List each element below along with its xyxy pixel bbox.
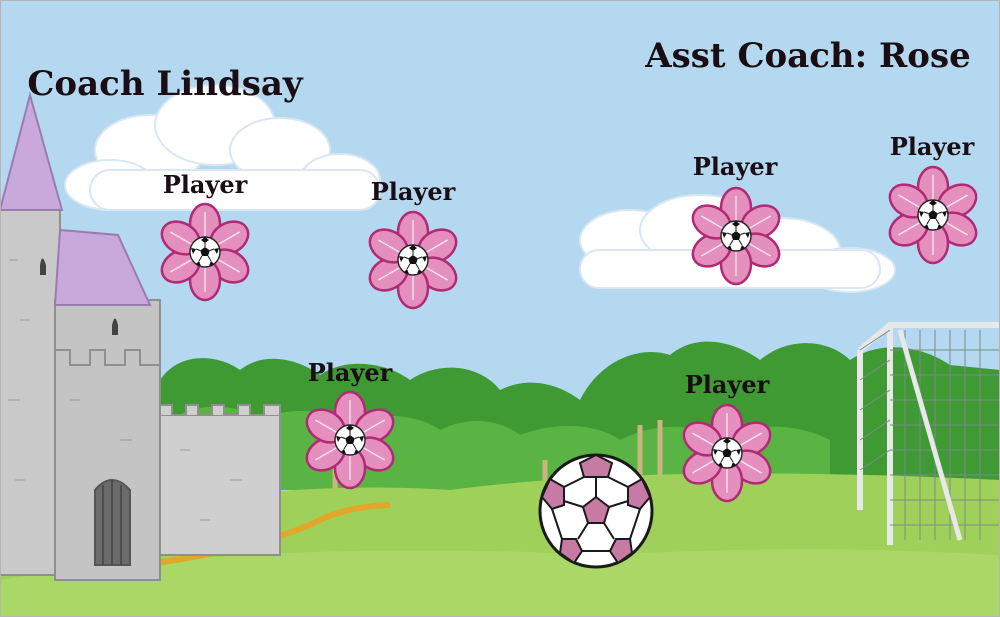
player-2: Player [364, 177, 462, 308]
player-3: Player [687, 152, 785, 284]
player-5: Player [301, 358, 399, 488]
soccer-ball-icon [538, 453, 654, 569]
path [99, 502, 391, 573]
player-label: Player [890, 132, 975, 161]
soccer-goal-icon [857, 322, 1000, 545]
player-6: Player [678, 370, 776, 501]
player-label: Player [685, 370, 770, 399]
player-label: Player [308, 358, 393, 387]
player-1: Player [156, 170, 254, 300]
player-label: Player [163, 170, 248, 199]
player-label: Player [693, 152, 778, 181]
asst-coach-label: Asst Coach: Rose [644, 36, 971, 76]
cloud-icon [64, 84, 381, 211]
coach-label: Coach Lindsay [27, 64, 304, 104]
player-label: Player [371, 177, 456, 206]
castle-icon [0, 91, 281, 581]
player-4: Player [884, 132, 982, 263]
